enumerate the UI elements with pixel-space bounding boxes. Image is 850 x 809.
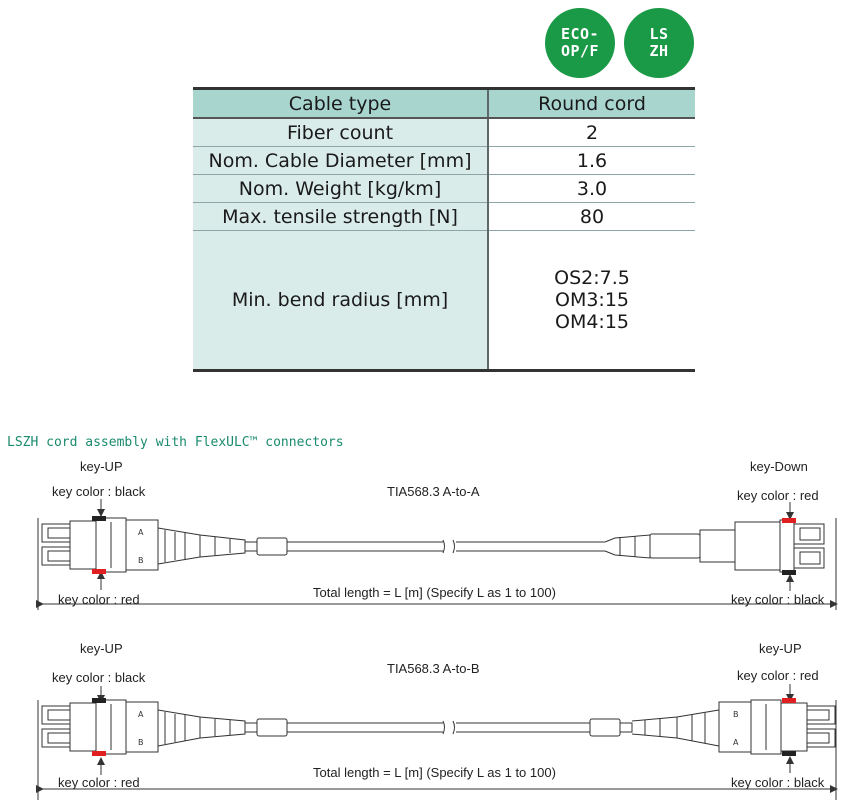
a1-right-red-key bbox=[782, 518, 796, 523]
spec-row-label: Max. tensile strength [N] bbox=[193, 202, 489, 231]
spec-row: Nom. Cable Diameter [mm] 1.6 bbox=[193, 146, 695, 175]
spec-header-row: Cable type Round cord bbox=[193, 87, 695, 119]
spec-row-value: 2 bbox=[488, 118, 695, 147]
a2-left-key-label: key-UP bbox=[80, 641, 123, 656]
spec-header-label: Cable type bbox=[193, 87, 489, 119]
svg-text:B: B bbox=[138, 738, 144, 747]
a1-right-black-key bbox=[782, 570, 796, 575]
section-title: LSZH cord assembly with FlexULC™ connect… bbox=[7, 435, 344, 450]
a1-left-red-key bbox=[92, 569, 106, 574]
bend-radius-values: OS2:7.5 OM3:15 OM4:15 bbox=[488, 230, 695, 372]
bend-value-om4: OM4:15 bbox=[554, 311, 629, 333]
svg-text:A: A bbox=[138, 528, 144, 537]
a1-length: Total length = L [m] (Specify L as 1 to … bbox=[313, 585, 556, 600]
a1-title: TIA568.3 A-to-A bbox=[387, 484, 480, 499]
bend-value-om3: OM3:15 bbox=[554, 289, 629, 311]
bend-value-os2: OS2:7.5 bbox=[554, 267, 630, 289]
a2-length: Total length = L [m] (Specify L as 1 to … bbox=[313, 765, 556, 780]
spec-row-label: Fiber count bbox=[193, 118, 489, 147]
a1-left-top-color: key color : black bbox=[52, 484, 146, 499]
bend-radius-label: Min. bend radius [mm] bbox=[193, 230, 489, 372]
eco-badge-line2: OP/F bbox=[560, 42, 600, 60]
lszh-badge-line1: LS bbox=[649, 25, 669, 43]
a2-right-red-key bbox=[782, 698, 796, 703]
spec-row-value: 80 bbox=[488, 202, 695, 231]
a2-right-black-key bbox=[782, 751, 796, 756]
a2-left-top-color: key color : black bbox=[52, 670, 146, 685]
a2-right-key-label: key-UP bbox=[759, 641, 802, 656]
a1-right-top-color: key color : red bbox=[737, 488, 819, 503]
a1-right-key-label: key-Down bbox=[750, 459, 808, 474]
assembly2-drawing: A B B A bbox=[36, 684, 838, 800]
assembly1-drawing: A B bbox=[36, 499, 838, 610]
spec-row-label: Nom. Cable Diameter [mm] bbox=[193, 146, 489, 175]
a2-right-top-color: key color : red bbox=[737, 668, 819, 683]
a2-title: TIA568.3 A-to-B bbox=[387, 661, 480, 676]
svg-text:A: A bbox=[733, 738, 739, 747]
a2-left-red-key bbox=[92, 751, 106, 756]
spec-table: Cable type Round cord Fiber count 2 Nom.… bbox=[193, 87, 695, 372]
spec-row-value: 1.6 bbox=[488, 146, 695, 175]
eco-badge-line1: ECO- bbox=[560, 25, 600, 43]
lszh-badge: LS ZH bbox=[624, 8, 694, 78]
a1-left-black-key bbox=[92, 516, 106, 521]
spec-row: Fiber count 2 bbox=[193, 118, 695, 147]
spec-row: Max. tensile strength [N] 80 bbox=[193, 202, 695, 231]
spec-row-bend: Min. bend radius [mm] OS2:7.5 OM3:15 OM4… bbox=[193, 230, 695, 372]
spec-header-value: Round cord bbox=[488, 87, 695, 119]
eco-opf-badge: ECO- OP/F bbox=[545, 8, 615, 78]
a2-left-black-key bbox=[92, 698, 106, 703]
spec-row-label: Nom. Weight [kg/km] bbox=[193, 174, 489, 203]
svg-text:B: B bbox=[733, 710, 739, 719]
a1-left-key-label: key-UP bbox=[80, 459, 123, 474]
svg-text:B: B bbox=[138, 556, 144, 565]
svg-text:A: A bbox=[138, 710, 144, 719]
spec-row-value: 3.0 bbox=[488, 174, 695, 203]
spec-row: Nom. Weight [kg/km] 3.0 bbox=[193, 174, 695, 203]
lszh-badge-line2: ZH bbox=[649, 42, 669, 60]
